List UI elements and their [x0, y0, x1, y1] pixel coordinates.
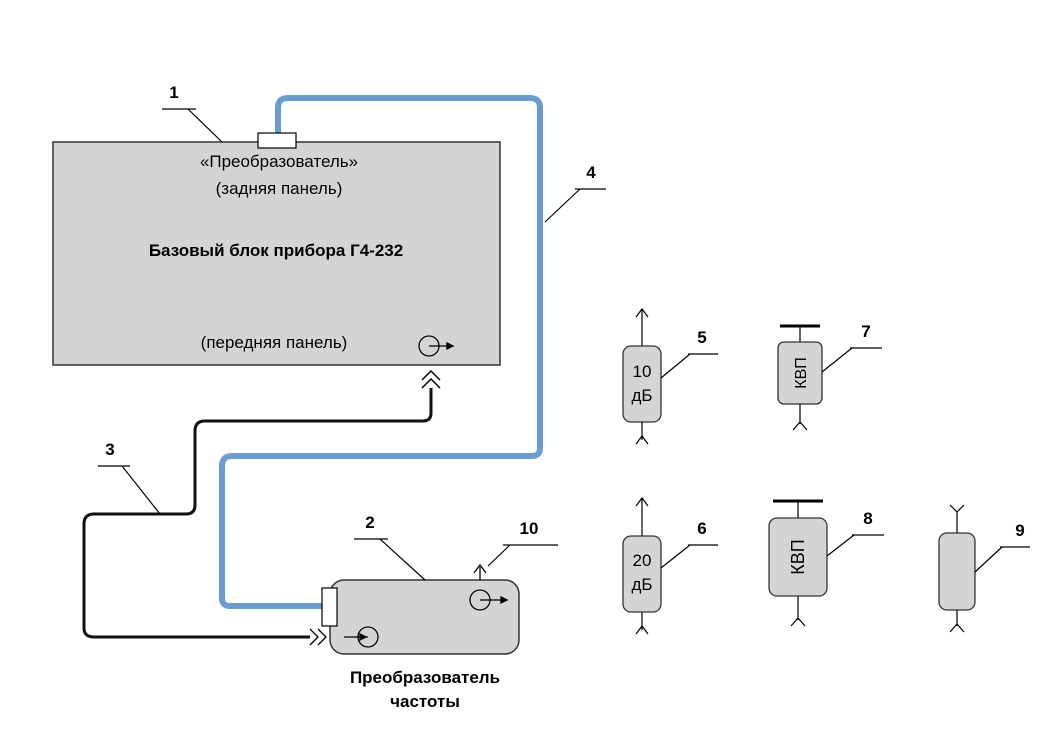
- converter-input-connector: [309, 626, 379, 648]
- attenuator-20-unit: дБ: [631, 575, 652, 594]
- kvp-load-7: КВП: [777, 324, 823, 431]
- converter-box: [329, 579, 520, 655]
- attenuator-10db: 10 дБ: [622, 308, 662, 445]
- kvp-7-label: КВП: [793, 357, 810, 389]
- base-title: Базовый блок прибора Г4-232: [149, 241, 403, 260]
- base-output-connector: [418, 335, 455, 357]
- callout-9: 9: [1015, 521, 1024, 540]
- converter-rear-connector: [321, 587, 338, 627]
- callout-6: 6: [697, 519, 706, 538]
- callout-5: 5: [697, 328, 706, 347]
- callout-leaders: [98, 108, 1030, 581]
- callout-4: 4: [586, 163, 596, 182]
- converter-output-connector: [469, 563, 509, 611]
- converter-label-line2: частоты: [390, 692, 460, 711]
- attenuator-10-value: 10: [633, 362, 652, 381]
- black-cable-3: [82, 388, 433, 639]
- cable3-top-chevron: [421, 369, 441, 389]
- base-unit-box: [52, 141, 501, 366]
- blue-cable-4: [219, 95, 543, 609]
- callout-1: 1: [169, 83, 178, 102]
- base-top-label: «Преобразователь»: [200, 152, 358, 171]
- callout-7: 7: [861, 322, 870, 341]
- through-section-9: [938, 504, 976, 633]
- attenuator-20-value: 20: [633, 551, 652, 570]
- rear-connector: [257, 132, 297, 149]
- base-top-sublabel: (задняя панель): [216, 179, 343, 198]
- callout-2: 2: [365, 513, 374, 532]
- callout-8: 8: [863, 509, 872, 528]
- kvp-load-8: КВП: [768, 499, 828, 627]
- kvp-8-label: КВП: [788, 539, 808, 574]
- base-front-label: (передняя панель): [201, 333, 348, 352]
- attenuator-10-unit: дБ: [631, 386, 652, 405]
- callout-10: 10: [520, 519, 539, 538]
- callout-3: 3: [105, 440, 114, 459]
- attenuator-20db: 20 дБ: [622, 497, 662, 635]
- converter-label-line1: Преобразователь: [350, 668, 500, 687]
